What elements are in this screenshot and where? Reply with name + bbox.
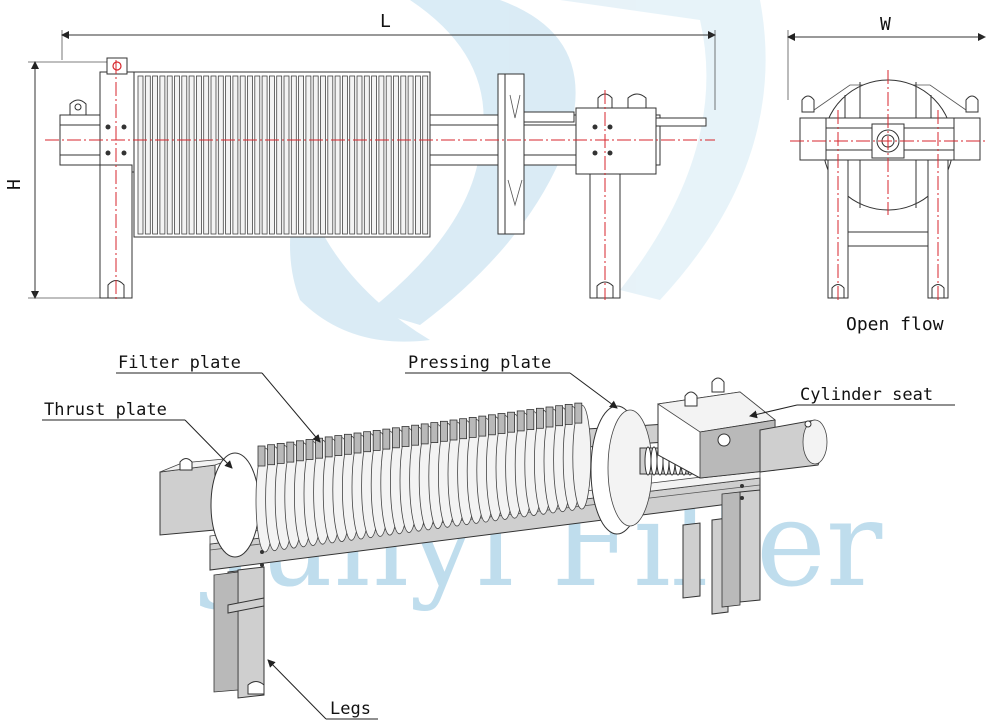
side-view: W Open flow: [787, 14, 986, 335]
svg-text:Filter plate: Filter plate: [118, 353, 241, 373]
front-plate-stack: [133, 71, 431, 238]
width-label: W: [880, 14, 891, 35]
open-flow-label: Open flow: [846, 314, 944, 335]
svg-text:Cylinder seat: Cylinder seat: [800, 385, 933, 405]
callout-cylinder-seat: Cylinder seat: [749, 385, 955, 419]
callout-filter-plate: Filter plate: [116, 353, 321, 443]
iso-plate-stack: [255, 402, 592, 553]
callout-pressing-plate: Pressing plate: [405, 353, 618, 409]
height-dimension: H: [4, 61, 115, 299]
length-dimension: L: [61, 11, 716, 110]
svg-text:Pressing plate: Pressing plate: [408, 353, 551, 373]
height-label: H: [4, 179, 25, 190]
svg-text:Legs: Legs: [330, 699, 371, 719]
length-label: L: [380, 11, 391, 32]
svg-text:Thrust plate: Thrust plate: [44, 400, 167, 420]
width-dimension: W: [787, 14, 986, 100]
callout-thrust-plate: Thrust plate: [42, 400, 233, 469]
isometric-view: [159, 377, 828, 699]
callout-legs: Legs: [267, 659, 378, 720]
front-view: L H: [4, 11, 716, 300]
